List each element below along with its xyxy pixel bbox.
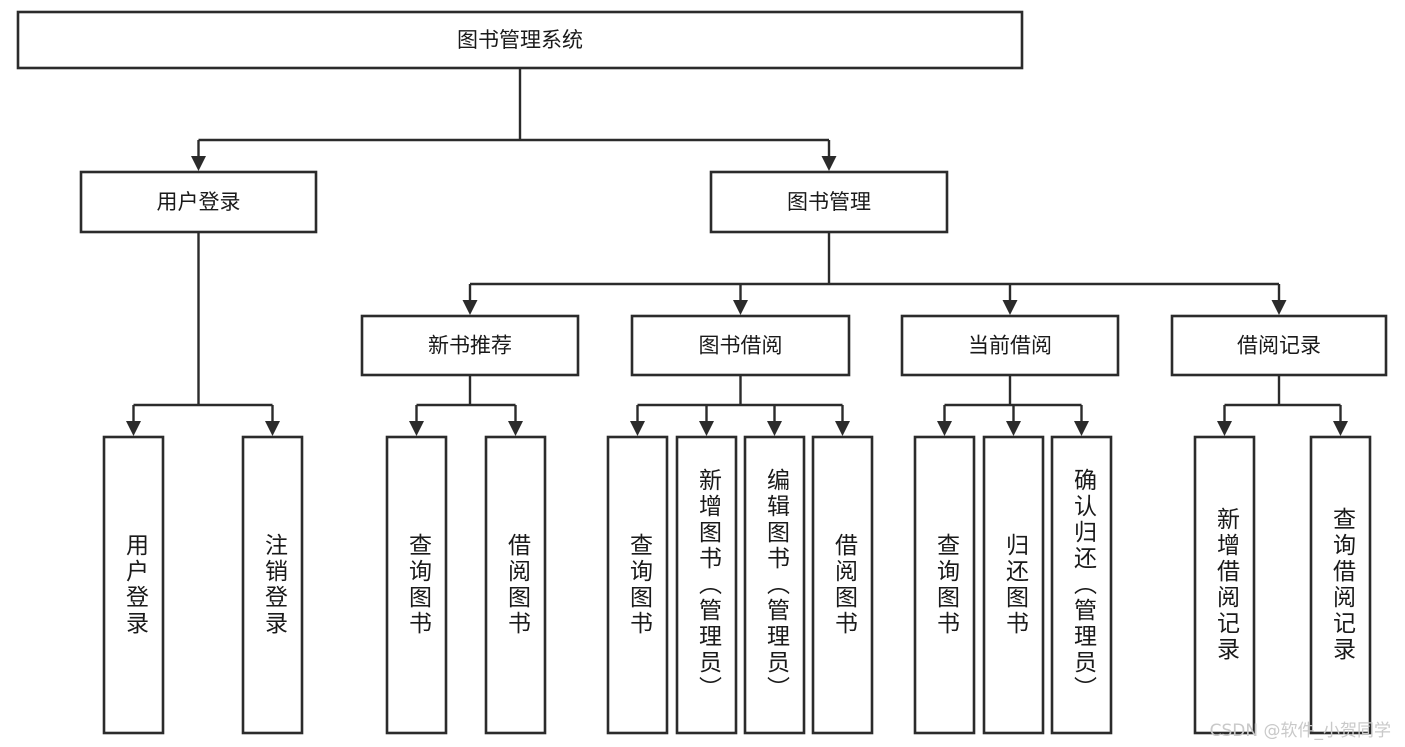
node-label: 当前借阅: [968, 334, 1052, 358]
arrow-head-icon: [767, 421, 782, 436]
node-leaf-query-book-3[interactable]: 查询图书: [913, 435, 976, 735]
node-leaf-add-record[interactable]: 新增借阅记录: [1193, 435, 1256, 735]
node-box: [1309, 435, 1372, 735]
node-label: 新增图书（管理员）: [695, 468, 723, 702]
node-box: [900, 314, 1120, 377]
node-user-login[interactable]: 用户登录: [79, 170, 318, 234]
node-label: 归还图书: [1002, 533, 1030, 637]
arrow-head-icon: [1074, 421, 1089, 436]
node-box: [811, 435, 874, 735]
arrow-head-icon: [699, 421, 714, 436]
node-leaf-user-login[interactable]: 用户登录: [102, 435, 165, 735]
node-label: 借阅图书: [504, 533, 532, 637]
node-box: [102, 435, 165, 735]
arrow-head-icon: [462, 300, 478, 315]
node-box: [913, 435, 976, 735]
node-leaf-edit-book[interactable]: 编辑图书（管理员）: [743, 435, 806, 735]
arrow-head-icon: [1271, 300, 1287, 315]
node-box: [79, 170, 318, 234]
node-label: 查询图书: [626, 533, 654, 637]
arrow-head-icon: [630, 421, 645, 436]
arrow-head-icon: [1217, 421, 1232, 436]
node-layer: 图书管理系统用户登录图书管理新书推荐图书借阅当前借阅借阅记录用户登录注销登录查询…: [16, 10, 1388, 735]
node-box: [675, 435, 738, 735]
arrow-head-icon: [835, 421, 850, 436]
node-label: 用户登录: [157, 190, 241, 214]
node-label: 图书管理: [787, 190, 871, 214]
node-book-manage[interactable]: 图书管理: [709, 170, 949, 234]
arrow-head-icon: [821, 156, 837, 171]
node-label: 新书推荐: [428, 334, 512, 358]
node-borrow-record[interactable]: 借阅记录: [1170, 314, 1388, 377]
node-label: 图书借阅: [699, 334, 783, 358]
node-leaf-add-book[interactable]: 新增图书（管理员）: [675, 435, 738, 735]
arrow-head-icon: [733, 300, 748, 315]
node-label: 确认归还（管理员）: [1070, 468, 1098, 702]
node-leaf-confirm-return[interactable]: 确认归还（管理员）: [1050, 435, 1113, 735]
node-box: [630, 314, 851, 377]
node-box: [982, 435, 1045, 735]
node-new-book-recommend[interactable]: 新书推荐: [360, 314, 580, 377]
arrow-head-icon: [126, 421, 141, 436]
node-box: [360, 314, 580, 377]
arrow-head-icon: [409, 421, 424, 436]
arrow-head-icon: [191, 156, 206, 171]
node-leaf-query-book-1[interactable]: 查询图书: [385, 435, 448, 735]
node-label: 查询借阅记录: [1329, 507, 1357, 663]
arrow-head-icon: [1002, 300, 1018, 315]
node-leaf-return-book[interactable]: 归还图书: [982, 435, 1045, 735]
node-box: [1170, 314, 1388, 377]
node-label: 用户登录: [122, 533, 150, 637]
node-label: 新增借阅记录: [1213, 507, 1241, 663]
node-label: 编辑图书（管理员）: [763, 468, 791, 702]
node-leaf-borrow-book-1[interactable]: 借阅图书: [484, 435, 547, 735]
node-box: [1193, 435, 1256, 735]
node-root[interactable]: 图书管理系统: [16, 10, 1024, 70]
node-leaf-logout-login[interactable]: 注销登录: [241, 435, 304, 735]
node-label: 查询图书: [405, 533, 433, 637]
edge-layer: [126, 68, 1348, 436]
node-box: [1050, 435, 1113, 735]
node-box: [385, 435, 448, 735]
node-box: [484, 435, 547, 735]
arrow-head-icon: [265, 421, 280, 436]
node-box: [743, 435, 806, 735]
node-label: 查询图书: [933, 533, 961, 637]
node-box: [16, 10, 1024, 70]
node-label: 借阅记录: [1237, 334, 1321, 358]
arrow-head-icon: [508, 421, 523, 436]
node-current-borrow[interactable]: 当前借阅: [900, 314, 1120, 377]
node-leaf-query-book-2[interactable]: 查询图书: [606, 435, 669, 735]
arrow-head-icon: [1006, 421, 1021, 436]
node-box: [606, 435, 669, 735]
node-box: [709, 170, 949, 234]
node-leaf-query-record[interactable]: 查询借阅记录: [1309, 435, 1372, 735]
node-leaf-borrow-book-2[interactable]: 借阅图书: [811, 435, 874, 735]
node-label: 图书管理系统: [457, 28, 583, 52]
node-book-borrow[interactable]: 图书借阅: [630, 314, 851, 377]
arrow-head-icon: [937, 421, 952, 436]
arrow-head-icon: [1333, 421, 1348, 436]
node-box: [241, 435, 304, 735]
node-label: 注销登录: [261, 533, 289, 637]
node-label: 借阅图书: [831, 533, 859, 637]
